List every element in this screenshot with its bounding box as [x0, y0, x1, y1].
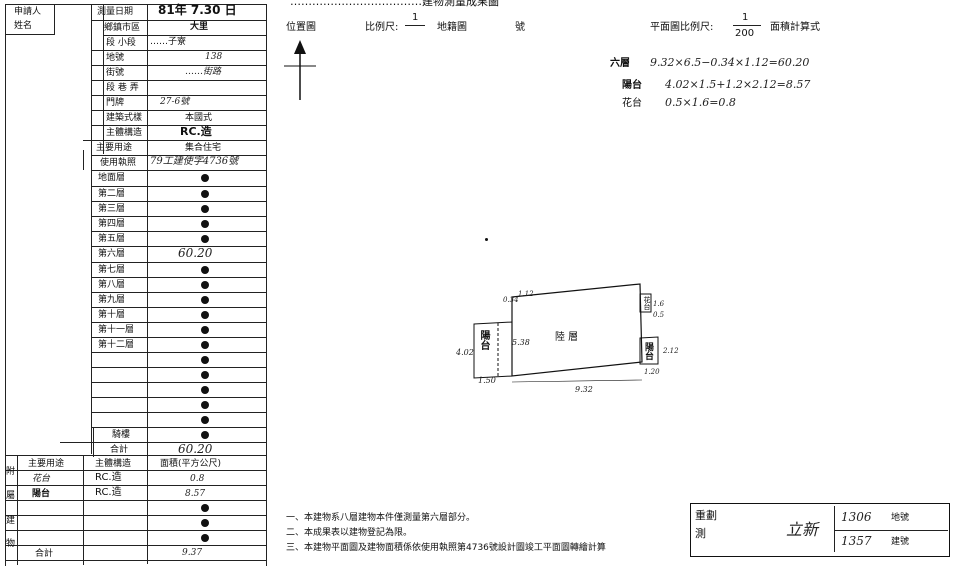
- north-arrow-icon: [284, 40, 316, 100]
- floor-row-value: 60.20: [178, 246, 213, 260]
- annex-total-value: 9.37: [182, 548, 203, 558]
- calc-formula: 4.02×1.5+1.2×2.12=8.57: [665, 78, 811, 91]
- stamp-line1: 重劃: [695, 509, 717, 522]
- floor-row-label: 第七層: [98, 265, 126, 275]
- balcony-right-label: 陽台: [643, 342, 653, 360]
- floor-row-label: 第八層: [98, 280, 126, 290]
- dim-top: 1.12: [518, 290, 534, 298]
- street-label: 街號: [106, 68, 125, 78]
- note-line: 二、本成果表以建物登記為限。: [286, 528, 413, 538]
- side-label: 屬: [6, 491, 16, 501]
- scale-num: 1: [412, 12, 419, 23]
- dim-left-balcony: 4.02: [456, 348, 474, 357]
- location-dot: [485, 238, 488, 241]
- stamp-bldg-no: 1357: [841, 534, 872, 548]
- dim-right-balcony-h: 2.12: [663, 347, 679, 355]
- total-value: 60.20: [178, 442, 213, 456]
- name-label: 姓名: [14, 21, 33, 31]
- survey-date-label: 測量日期: [97, 7, 134, 17]
- note-line: 三、本建物平面圖及建物面積係依使用執照第4736號設計圖竣工平面圖轉繪計算: [286, 543, 606, 553]
- alley-label: 段 巷 弄: [106, 83, 139, 93]
- dim-right-balcony: 1.20: [644, 368, 660, 376]
- header-title: ………………………………建物測量成果圖: [290, 0, 499, 8]
- stamp-bldg-suffix: 建號: [891, 537, 910, 547]
- plan-scale-den: 200: [735, 28, 755, 39]
- usage-value: 集合住宅: [185, 143, 222, 153]
- landmap-label: 地籍圖: [437, 22, 467, 33]
- floor-row-label: 第十二層: [98, 340, 135, 350]
- room-label: 陸 層: [555, 332, 579, 343]
- side-label: 建: [6, 516, 16, 526]
- side-label: 附: [6, 467, 16, 477]
- floor-row-label: 第三層: [98, 204, 126, 214]
- building-label: 建築式樣: [106, 113, 143, 123]
- balcony-left-label: 陽台: [478, 330, 489, 350]
- floor-row-label: 第五層: [98, 234, 126, 244]
- area-calc-label: 面積計算式: [770, 22, 820, 33]
- floor-row-label: 第十層: [98, 310, 126, 320]
- floor-row-label: 第十一層: [98, 325, 135, 335]
- annex-row-use: 花台: [32, 474, 51, 484]
- structure-label: 主體構造: [106, 128, 143, 138]
- dim-left-balcony-w: 1.50: [478, 376, 496, 385]
- survey-stamp: 重劃 測 立新 1306 地號 1357 建號: [690, 503, 950, 557]
- floor-row-label: 地面層: [98, 173, 126, 183]
- annex-row-struct: RC.造: [95, 472, 122, 483]
- calc-formula: 9.32×6.5−0.34×1.12=60.20: [650, 56, 810, 69]
- stamp-land-suffix: 地號: [891, 513, 910, 523]
- calc-formula: 0.5×1.6=0.8: [665, 96, 736, 109]
- arcade-label: 騎樓: [112, 430, 131, 440]
- annex-row-use: 陽台: [32, 489, 51, 499]
- stamp-land-no: 1306: [841, 510, 872, 524]
- annex-row-struct: RC.造: [95, 487, 122, 498]
- floor-plan: [473, 283, 659, 383]
- plan-scale-label: 平面圖比例尺:: [650, 22, 714, 33]
- township-label: 鄉鎮市區: [104, 23, 141, 33]
- annex-row-area: 0.8: [190, 474, 205, 484]
- section-label: 段 小段: [106, 38, 136, 48]
- calc-label: 花台: [622, 98, 642, 109]
- annex-row-area: 8.57: [185, 489, 206, 499]
- land-no-value: 138: [205, 52, 223, 62]
- floor-row-label: 第四層: [98, 219, 126, 229]
- stamp-name: 立新: [786, 520, 819, 539]
- floor-row-label: 第六層: [98, 249, 126, 259]
- number-label: 號: [515, 22, 525, 33]
- township-value: 大里: [190, 22, 209, 32]
- dim-flower: 1.6: [653, 300, 665, 308]
- section-value: ……子寮: [150, 37, 187, 47]
- building-value: 本國式: [185, 113, 213, 123]
- total-label: 合計: [110, 445, 129, 455]
- gate-label: 門牌: [106, 98, 125, 108]
- street-value: ……街路: [185, 67, 222, 77]
- usage-label: 主要用途: [96, 143, 133, 153]
- permit-value: 79工建使字4736號: [150, 156, 239, 167]
- dim-bottom: 9.32: [575, 385, 593, 394]
- calc-label: 陽台: [622, 80, 642, 91]
- floor-row-label: 第九層: [98, 295, 126, 305]
- structure-value: RC.造: [180, 125, 212, 138]
- note-line: 一、本建物系八層建物本件僅測量第六層部分。: [286, 513, 476, 523]
- gate-value: 27-6號: [160, 97, 190, 107]
- annex-col-struct: 主體構造: [95, 459, 132, 469]
- annex-total-label: 合計: [35, 549, 54, 559]
- side-label: 物: [6, 539, 16, 549]
- floor-row-label: 第二層: [98, 189, 126, 199]
- annex-col-area: 面積(平方公尺): [160, 459, 222, 469]
- applicant-label: 申請人: [14, 7, 42, 17]
- scale-label: 比例尺:: [365, 22, 399, 33]
- location-label: 位置圖: [286, 22, 316, 33]
- calc-label: 六層: [610, 58, 630, 69]
- annex-col-use: 主要用途: [28, 459, 65, 469]
- stamp-line2: 測: [695, 527, 706, 540]
- dim-left-height: 5.38: [512, 338, 530, 347]
- plan-scale-num: 1: [742, 12, 749, 23]
- permit-label: 使用執照: [100, 158, 137, 168]
- flower-label: 花台: [643, 296, 651, 310]
- dim-flower2: 0.5: [653, 311, 665, 319]
- survey-date-value: 81年 7.30 日: [158, 3, 237, 17]
- dim-top2: 0.34: [503, 296, 519, 304]
- land-no-label: 地號: [106, 53, 125, 63]
